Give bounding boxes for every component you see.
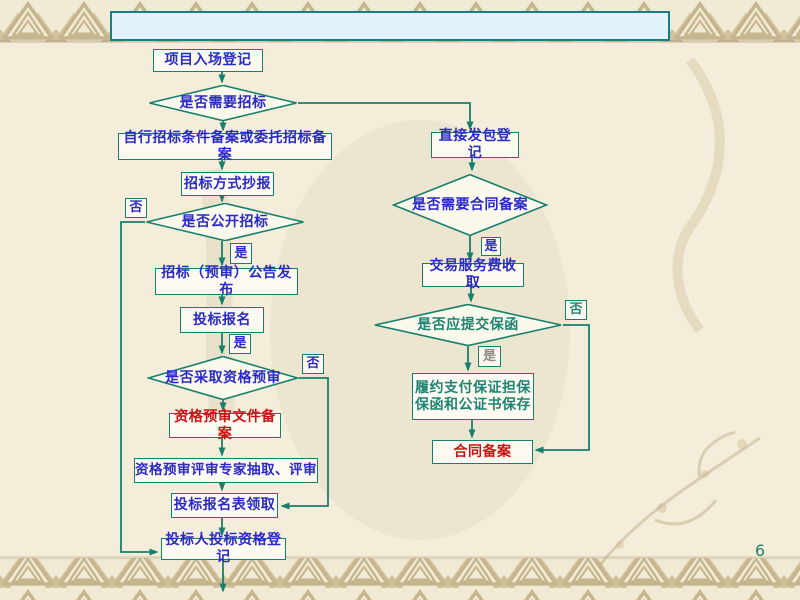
edge-label-text: 是 xyxy=(482,348,496,364)
edge-label-text: 是 xyxy=(233,336,247,352)
flow-node-expert-review: 资格预审评审专家抽取、评审 xyxy=(134,458,318,483)
edge-label-text: 否 xyxy=(129,200,143,216)
edge-label-yes-open-bid: 是 xyxy=(230,243,252,264)
flow-decision-need-contract-filing: 是否需要合同备案 xyxy=(392,174,548,236)
edge-label-no-open-bid: 否 xyxy=(125,198,147,218)
flow-node-label: 投标报名表领取 xyxy=(173,497,276,514)
flow-node-label: 招标方式抄报 xyxy=(184,175,271,192)
flow-node-label: 交易服务费收取 xyxy=(429,258,517,291)
flow-node-label: 招标（预审）公告发布 xyxy=(161,264,292,298)
edge-label-text: 是 xyxy=(234,245,248,261)
flow-node-announce: 招标（预审）公告发布 xyxy=(155,264,298,298)
diamond-shape xyxy=(373,304,563,346)
flow-node-guarantee-storage: 履约支付保证担保 保函和公证书保存 xyxy=(412,373,534,420)
diamond-shape xyxy=(148,85,298,121)
edge-label-yes-contract-filing: 是 xyxy=(481,237,501,256)
flow-node-direct-contract: 直接发包登记 xyxy=(431,128,519,161)
flow-node-label: 直接发包登记 xyxy=(438,128,512,161)
flow-node-service-fee: 交易服务费收取 xyxy=(422,258,524,291)
flow-node-label: 履约支付保证担保 保函和公证书保存 xyxy=(415,379,531,413)
flow-node-bid-method-report: 招标方式抄报 xyxy=(181,172,274,196)
flow-node-signup-form: 投标报名表领取 xyxy=(171,493,278,518)
flow-node-label: 资格预审文件备案 xyxy=(174,408,276,442)
flow-node-contract-filing: 合同备案 xyxy=(432,440,533,464)
edge-label-text: 是 xyxy=(484,238,498,254)
diamond-shape xyxy=(392,174,548,236)
flow-node-label: 项目入场登记 xyxy=(164,52,252,69)
flow-node-label: 是否采取资格预审 xyxy=(165,369,281,386)
flow-node-label: 投标报名 xyxy=(193,311,251,328)
flow-decision-open-bid: 是否公开招标 xyxy=(145,203,305,241)
flow-decision-need-bid: 是否需要招标 xyxy=(148,85,298,121)
edge-label-yes-prequalification: 是 xyxy=(229,334,251,354)
edge-label-text: 否 xyxy=(306,356,320,372)
flow-node-label: 资格预审评审专家抽取、评审 xyxy=(135,461,317,478)
slide-page-number: 6 xyxy=(754,541,766,560)
flow-node-label: 是否需要招标 xyxy=(179,94,267,111)
slide-title-box xyxy=(110,11,670,41)
diamond-shape xyxy=(145,203,305,241)
flow-node-prequal-doc-filing: 资格预审文件备案 xyxy=(169,409,281,442)
flow-node-project-entry: 项目入场登记 xyxy=(153,49,263,72)
flow-decision-prequalification: 是否采取资格预审 xyxy=(147,356,299,400)
edge-label-no-prequalification: 否 xyxy=(302,354,324,374)
edge-label-text: 否 xyxy=(569,302,583,318)
flow-node-bidder-reg: 投标人投标资格登记 xyxy=(161,532,286,565)
flow-node-label: 是否应提交保函 xyxy=(417,316,519,333)
flow-node-label: 投标人投标资格登记 xyxy=(165,532,282,565)
edge-label-no-guarantee: 否 xyxy=(565,300,587,320)
diamond-shape xyxy=(147,356,299,400)
flow-decision-need-guarantee: 是否应提交保函 xyxy=(373,304,563,346)
flow-node-bid-signup: 投标报名 xyxy=(180,307,264,333)
flow-node-self-bid-filing: 自行招标条件备案或委托招标备案 xyxy=(118,129,332,163)
flow-node-label: 自行招标条件备案或委托招标备案 xyxy=(123,129,327,163)
flow-node-label: 合同备案 xyxy=(453,443,512,460)
bottom-ornament-band xyxy=(0,558,800,600)
flow-node-label: 是否需要合同备案 xyxy=(412,196,528,213)
edge-label-yes-guarantee: 是 xyxy=(478,346,501,367)
flow-node-label: 是否公开招标 xyxy=(181,213,269,230)
